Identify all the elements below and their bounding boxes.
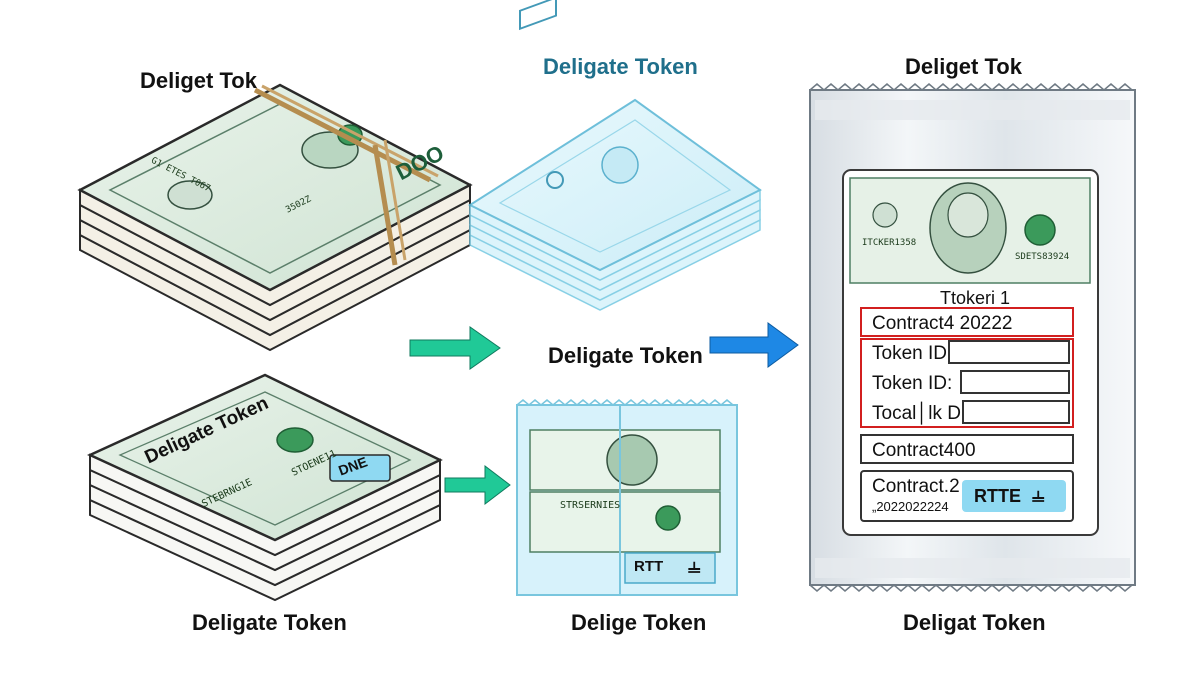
local-id-label: Tocal│lk D:	[872, 403, 967, 424]
contract-date-field: Contract.2 „2022022224 RTTE ⫨	[860, 470, 1074, 522]
label-card-stack: Deligate Token	[192, 610, 347, 635]
token-id-input	[948, 340, 1070, 364]
ghost-card-stack	[467, 0, 762, 311]
logo-icon: ⫨	[1032, 482, 1045, 507]
globe-icon	[601, 146, 639, 184]
small-packet	[516, 399, 738, 596]
contract-amount-field: Contract400	[860, 434, 1074, 464]
right-arrow-icon	[444, 464, 511, 506]
contract-field: Contract4 20222	[860, 307, 1074, 337]
packet-bill-text: STRSERNIES	[560, 500, 621, 511]
local-id-input	[962, 400, 1070, 424]
token-id-label: Token ID:	[872, 373, 953, 394]
right-arrow-icon	[709, 322, 799, 368]
logo-icon: ⫨	[688, 553, 701, 578]
bill-text: SDETS83924	[1015, 252, 1070, 262]
bill-text: ITCKER1358	[862, 238, 917, 248]
label-cash-stack: Deliget Tok	[140, 68, 257, 93]
card-stack	[86, 373, 443, 602]
token-id-input	[960, 370, 1070, 394]
seal-icon	[167, 180, 213, 210]
cash-stack	[77, 83, 473, 352]
packet-chip: RTTE ⫨	[962, 480, 1066, 512]
label-ghost-stack: Deligate Token	[543, 54, 698, 79]
token-id-label: Token ID:	[872, 343, 953, 364]
label-middle-center: Deligate Token	[548, 343, 703, 368]
packet-heading: Ttokeri 1	[940, 288, 1011, 308]
label-large-packet-top: Deliget Tok	[905, 54, 1022, 79]
packet-chip: RTT	[634, 558, 664, 575]
label-small-packet: Delige Token	[571, 610, 707, 635]
label-large-packet-bottom: Deligat Token	[903, 610, 1046, 635]
token-id-group	[860, 338, 1074, 428]
right-arrow-icon	[409, 326, 501, 370]
